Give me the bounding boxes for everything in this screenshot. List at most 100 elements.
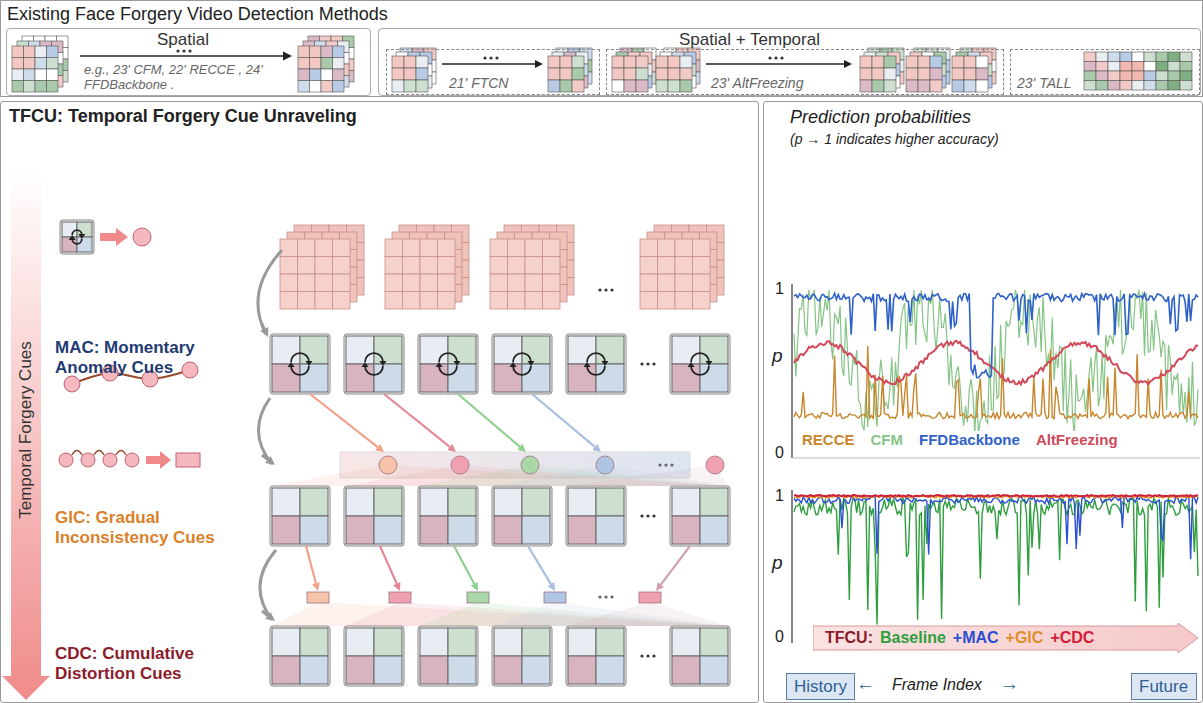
tick-label: 1 [775, 280, 784, 298]
ellipsis-dot [780, 56, 783, 59]
grid-cell [300, 336, 328, 364]
grid-cell [1096, 62, 1108, 72]
grid-cell [333, 81, 345, 93]
charts [792, 284, 1200, 643]
grid-cell [374, 516, 402, 544]
ellipsis-dot [646, 514, 649, 517]
axis [791, 284, 792, 458]
grid-cell [1120, 62, 1132, 72]
cue-rect [389, 592, 411, 603]
grid-cell [522, 364, 550, 392]
ellipsis-dot [640, 362, 643, 365]
cue-rect [467, 592, 489, 603]
grid-cell [675, 274, 693, 292]
grid-cell [680, 68, 692, 80]
ellipsis-dot [768, 56, 771, 59]
block-frame [270, 626, 330, 686]
block-frame [670, 486, 730, 546]
grid-cell [1144, 52, 1156, 62]
arrow-symbol: → [1000, 673, 1019, 695]
grid-cell [35, 46, 47, 58]
legend: RECCECFMFFDBackboneAltFreezing [800, 431, 1120, 448]
grid-cell [930, 80, 942, 92]
grid-cell [1132, 71, 1144, 81]
grid-cell [280, 292, 298, 310]
grid-cell [62, 222, 77, 237]
grid-cell [35, 58, 47, 70]
block-frame [60, 220, 94, 254]
cue-circle [379, 456, 397, 474]
arrow-line [528, 546, 551, 584]
grid-cell [12, 46, 24, 58]
grid-cell [300, 628, 328, 656]
rotation-head [436, 362, 443, 367]
arrow-line [80, 55, 283, 57]
axis [792, 458, 1200, 459]
grid-cell [930, 56, 942, 68]
cue-arrow [2, 168, 50, 700]
panel-title: Existing Face Forgery Video Detection Me… [7, 4, 388, 25]
grid-cell [403, 292, 421, 310]
grid-cell [918, 80, 930, 92]
grid-cell [24, 81, 36, 93]
ellipsis-dot [670, 463, 673, 466]
chain-arc [116, 451, 126, 456]
grid-cell [280, 257, 298, 275]
fan [420, 602, 728, 626]
grid-cell [298, 58, 310, 70]
grid-cell [672, 364, 700, 392]
grid-cell [860, 68, 872, 80]
figure-panel: Existing Face Forgery Video Detection Me… [0, 0, 1203, 97]
ellipsis-dot [664, 463, 667, 466]
grid-cell [640, 292, 658, 310]
rotation-icon [513, 366, 531, 375]
grid-cell [612, 68, 624, 80]
arrow-head [844, 60, 852, 68]
block-frame [492, 626, 552, 686]
grid-cell [1156, 81, 1168, 91]
grid-cell [321, 81, 333, 93]
ellipsis-dot [640, 654, 643, 657]
grid-cell [298, 46, 310, 58]
grid-cell [658, 257, 676, 275]
grid-cell [675, 292, 693, 310]
grid-cell [448, 336, 476, 364]
grid-cell [612, 56, 624, 68]
grid-cell [522, 656, 550, 684]
rotation-head [510, 362, 517, 367]
grid-cell [1144, 71, 1156, 81]
grid-cell [693, 274, 711, 292]
block-frame [270, 334, 330, 394]
grid-cell [658, 292, 676, 310]
grid-cell [636, 80, 648, 92]
ellipsis-dot [646, 362, 649, 365]
grid-cell [346, 656, 374, 684]
grid-cell [1084, 62, 1096, 72]
cue-circle [133, 228, 151, 246]
block-frame [418, 486, 478, 546]
grid-cell [525, 292, 543, 310]
ellipsis-dot [489, 56, 492, 59]
grid-cell [656, 68, 668, 80]
grid-cell [420, 488, 448, 516]
block-frame [270, 486, 330, 546]
grid-cell [448, 656, 476, 684]
method-box: 23' AltFreezing [606, 49, 1004, 95]
grid-cell [420, 516, 448, 544]
tick-label: 0 [775, 628, 784, 646]
grid-cell [624, 68, 636, 80]
grid-cell [572, 80, 584, 92]
legend-swatch: RECCE [800, 431, 857, 448]
chain-arc [94, 451, 104, 456]
node-text: Future [1139, 677, 1188, 697]
arrow-head [265, 456, 275, 465]
grid-cell [656, 80, 668, 92]
ellipsis-dot [652, 362, 655, 365]
ellipsis-dot [774, 56, 777, 59]
block-frame [670, 334, 730, 394]
grid-cell [490, 292, 508, 310]
rotation-head [527, 361, 534, 366]
arrow-symbol: ← [856, 673, 875, 695]
block-frame [566, 334, 626, 394]
grid-cell [976, 68, 988, 80]
